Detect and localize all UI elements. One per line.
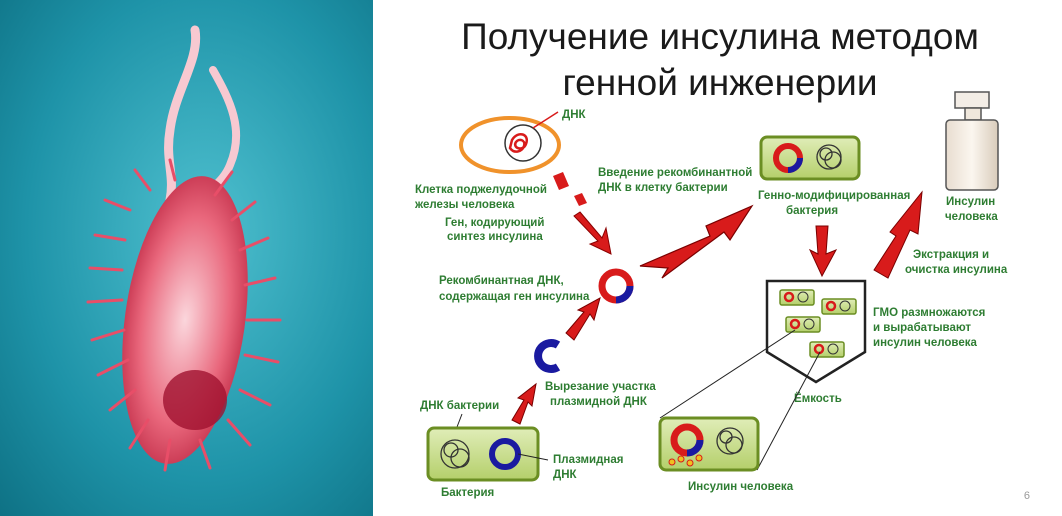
bacterium-icon — [426, 426, 540, 482]
arrow-gmo-to-container — [808, 225, 838, 278]
label-container: Ёмкость — [794, 392, 842, 405]
label-gene-1: Ген, кодирующий — [445, 217, 544, 229]
label-gmo-multiply-3: инсулин человека — [873, 337, 977, 349]
zoom-line — [756, 351, 821, 471]
label-bacteria-dna: ДНК бактерии — [420, 400, 499, 412]
label-recombinant-1: Рекомбинантная ДНК, — [439, 275, 564, 287]
title-line-1: Получение инсулина методом — [461, 16, 979, 57]
label-cutting-1: Вырезание участка — [545, 381, 656, 393]
label-gmo-multiply-2: и вырабатывают — [873, 322, 971, 334]
label-dnk: ДНК — [562, 109, 586, 121]
title-line-2: генной инженерии — [562, 62, 878, 103]
label-pancreas-cell-2: железы человека — [414, 199, 515, 211]
label-bacterium: Бактерия — [441, 487, 494, 499]
arrow-bacterium-to-plasmid — [511, 382, 537, 425]
label-intro-2: ДНК в клетку бактерии — [598, 182, 728, 194]
label-intro-1: Введение рекомбинантной — [598, 167, 752, 179]
label-gmo-multiply-1: ГМО размножаются — [873, 307, 985, 319]
label-gene-2: синтез инсулина — [447, 231, 543, 243]
arrow-plasmid-to-recombinant — [565, 296, 601, 341]
label-cutting-2: плазмидной ДНК — [550, 396, 648, 408]
page-number: 6 — [1023, 490, 1030, 502]
recombinant-ring-icon — [598, 268, 634, 304]
page-title: Получение инсулина методом генной инжене… — [395, 14, 1045, 106]
label-insulin-bottle-2: человека — [945, 211, 998, 223]
plasmid-ring-icon — [534, 339, 561, 373]
label-plasmid-2: ДНК — [553, 469, 577, 481]
zoom-line — [659, 329, 796, 419]
label-insulin-bottle-1: Инсулин — [946, 196, 995, 208]
insulin-production-diagram: ДНК Клетка поджелудочной железы человека… — [414, 91, 1008, 499]
organism-photo — [0, 0, 373, 516]
container-icon — [765, 279, 867, 384]
gmo-bacterium-icon — [759, 135, 861, 181]
gene-fragment-icon — [574, 193, 587, 206]
label-plasmid-1: Плазмидная — [553, 454, 623, 466]
gene-fragment-icon — [553, 172, 569, 190]
pointer-line — [517, 453, 549, 461]
label-insulin-human: Инсулин человека — [688, 481, 794, 493]
label-extraction-2: очистка инсулина — [905, 264, 1008, 276]
flagellate-organism-icon — [0, 0, 373, 516]
label-gmo-bacteria-2: бактерия — [786, 205, 838, 217]
label-pancreas-cell-1: Клетка поджелудочной — [415, 184, 547, 196]
arrow-container-to-bottle — [873, 190, 923, 279]
pancreas-cell-icon — [459, 111, 561, 174]
arrow-recombinant-to-gmo — [639, 204, 754, 279]
insulin-producing-bacterium-icon — [658, 416, 760, 472]
insulin-bottle-icon — [945, 91, 999, 191]
label-recombinant-2: содержащая ген инсулина — [439, 291, 590, 303]
arrow-gene-to-recombinant — [573, 211, 612, 255]
label-extraction-1: Экстракция и — [913, 249, 989, 261]
label-gmo-bacteria-1: Генно-модифицированная — [758, 190, 910, 202]
